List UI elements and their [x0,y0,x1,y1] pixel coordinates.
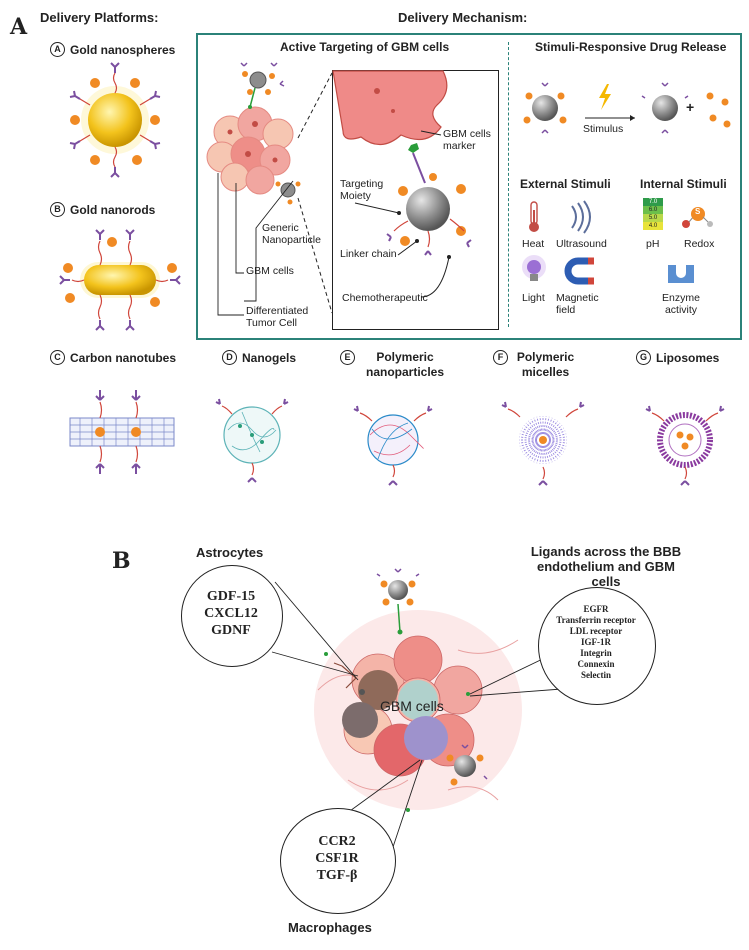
stimulus-ultrasound: Ultrasound [556,238,607,250]
astrocytes-title: Astrocytes [196,545,264,560]
platform-c-name: Carbon nanotubes [70,350,177,365]
label-targeting-moiety: Targeting Moiety [340,178,384,202]
ultrasound-icon [571,200,591,234]
ligands-list: EGFR Transferrin receptor LDL receptor I… [538,604,654,681]
plus-sign: + [686,99,695,115]
platform-a-tag: A [50,42,65,57]
ligand-connexin: Connexin [577,659,615,669]
label-gbm-cells: GBM cells [246,265,294,277]
ph-cell-2: 6.0 [643,206,663,214]
ligands-title: Ligands across the BBB endothelium and G… [530,544,682,589]
astrocytes-item-3: GDNF [211,623,251,638]
platform-d-label: D Nanogels [222,350,296,365]
stimulus-label: Stimulus [583,123,624,135]
polymeric-nanoparticle-illustration [353,405,433,486]
gold-nanorod-illustration [59,229,181,331]
stimulus-magnetic-field: Magnetic field [556,292,599,316]
ligand-integrin: Integrin [580,648,612,658]
ligand-igf1r: IGF-1R [581,637,611,647]
delivery-mechanism-title: Delivery Mechanism: [398,10,528,25]
ph-scale-icon: 7.0 6.0 5.0 4.0 [643,198,663,230]
platform-e-name: Polymeric nanoparticles [365,350,445,379]
platform-f-label: F Polymeric micelles [493,350,583,380]
nanogel-illustration [215,398,289,483]
mechanism-divider [508,42,509,327]
enzyme-icon [668,265,694,283]
platform-g-label: G Liposomes [636,350,719,365]
label-differentiated-tumor-cell: Differentiated Tumor Cell [246,305,309,329]
delivery-mechanism-box [196,33,742,340]
platform-a-name: Gold nanospheres [70,42,176,57]
astrocytes-circle [181,565,283,667]
stimulus-ph: pH [646,238,660,250]
platform-d-tag: D [222,350,237,365]
ligands-circle [538,587,656,705]
stimulus-light: Light [522,292,545,304]
macrophages-item-2: CSF1R [315,851,359,866]
label-gbm-cells-marker: GBM cells marker [443,128,491,152]
platform-c-tag: C [50,350,65,365]
ph-cell-1: 7.0 [643,198,663,206]
delivery-platforms-title: Delivery Platforms: [40,10,159,25]
stimuli-title: Stimuli-Responsive Drug Release [535,40,727,54]
astrocytes-item-1: GDF-15 [206,589,256,604]
label-generic-nanoparticle: Generic Nanoparticle [262,222,321,246]
label-chemotherapeutic: Chemotherapeutic [342,292,428,304]
polymeric-micelle-illustration [501,401,585,486]
platform-d-name: Nanogels [242,350,297,365]
stimulus-heat: Heat [522,238,545,250]
platform-e-label: E Polymeric nanoparticles [340,350,450,380]
magnet-icon [564,257,594,285]
platform-g-tag: G [636,350,651,365]
redox-s-letter: S [695,207,701,216]
tumor-cluster-illustration [206,62,301,205]
platform-g-name: Liposomes [656,350,720,365]
tumor-microenvironment-illustration [314,568,522,812]
platform-c-label: C Carbon nanotubes [50,350,176,365]
thermometer-icon [529,201,539,232]
gbm-cells-center-label: GBM cells [380,698,444,714]
targeting-inset-illustration [332,70,472,298]
redox-icon [682,207,713,228]
astrocytes-item-2: CXCL12 [204,606,258,621]
active-targeting-connectors [217,72,333,316]
label-linker-chain: Linker chain [340,248,397,260]
ph-cell-3: 5.0 [643,214,663,222]
panel-b-letter: B [112,548,131,574]
platform-a-label: A Gold nanospheres [50,42,175,57]
platform-f-name: Polymeric micelles [516,350,575,379]
ligand-ldl: LDL receptor [569,626,623,636]
panel-a-letter: A [10,14,28,40]
carbon-nanotube-illustration [69,390,175,474]
liposome-illustration [645,405,725,486]
gold-nanosphere-illustration [69,62,161,178]
macrophages-title: Macrophages [288,920,372,935]
ligand-transferrin: Transferrin receptor [556,615,636,625]
macrophages-item-3: TGF-β [316,868,358,883]
platform-e-tag: E [340,350,355,365]
stimuli-release-illustration [523,82,731,134]
stimulus-enzyme-activity: Enzyme activity [662,292,700,316]
ligand-selectin: Selectin [581,670,611,680]
stimulus-redox: Redox [684,238,715,250]
platform-f-tag: F [493,350,508,365]
active-targeting-title: Active Targeting of GBM cells [280,40,450,54]
external-stimuli-title: External Stimuli [520,177,611,191]
light-bulb-icon [522,255,546,281]
platform-b-name: Gold nanorods [70,202,156,217]
ligand-egfr: EGFR [583,604,609,614]
internal-stimuli-title: Internal Stimuli [640,177,727,191]
platform-b-tag: B [50,202,65,217]
ph-cell-4: 4.0 [643,222,663,230]
platform-b-label: B Gold nanorods [50,202,155,217]
macrophages-circle [280,808,396,914]
macrophages-item-1: CCR2 [318,834,356,849]
